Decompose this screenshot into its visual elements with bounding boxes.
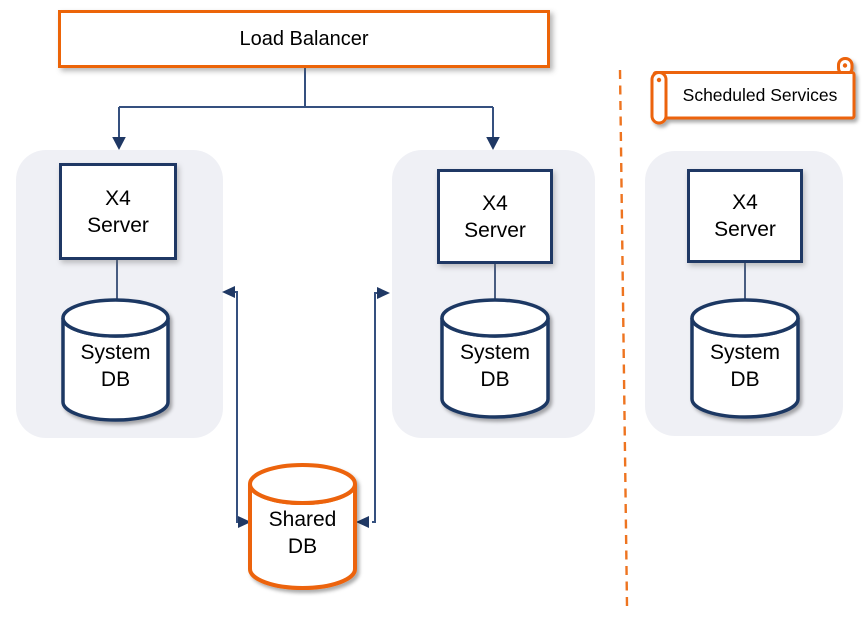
cylinder-top (690, 298, 800, 338)
server-label-line1: X4 (732, 191, 758, 214)
load-balancer-connector (118, 68, 494, 139)
shared-db-connector-right (372, 292, 379, 523)
db-label-line1: Shared (268, 508, 337, 531)
db-label-line2: DB (287, 535, 318, 558)
connector-line (233, 291, 240, 523)
scroll-curl-dot (842, 63, 848, 68)
load-balancer-box: Load Balancer (58, 10, 550, 68)
system-db-cylinder-left (61, 298, 170, 422)
server-label-line2: Server (714, 218, 776, 241)
arrow-right-icon (238, 516, 251, 528)
server-label-line2: Server (87, 213, 149, 237)
scroll-roll-dot (656, 77, 662, 83)
system-db-cylinder-middle (440, 298, 550, 419)
db-label-line1: System (80, 341, 151, 364)
cylinder-top (440, 298, 550, 338)
connector-line (118, 68, 494, 139)
server-label-line1: X4 (105, 186, 131, 210)
arrow-right-icon (377, 287, 390, 299)
system-db-cylinder-scheduled (690, 298, 800, 419)
scheduled-services-banner (650, 57, 856, 125)
scheduled-services-divider (618, 69, 629, 607)
arrow-down-icon (112, 137, 126, 150)
db-label-line2: DB (100, 368, 131, 391)
x4-server-box-middle: X4 Server (437, 169, 553, 264)
db-label-line2: DB (730, 368, 760, 391)
shared-db-label: Shared DB (250, 502, 355, 564)
x4-server-box-scheduled: X4 Server (687, 169, 803, 263)
shared-db-cylinder (248, 463, 357, 590)
connector-line (372, 292, 379, 523)
db-label-line1: System (459, 341, 530, 364)
scheduled-services-label: Scheduled Services (666, 72, 854, 118)
arrow-down-icon (486, 137, 500, 150)
scroll-left-roll (650, 71, 668, 125)
arrow-left-icon (222, 286, 235, 298)
server-label-line1: X4 (482, 191, 508, 215)
cylinder-top (61, 298, 170, 338)
server-label-line2: Server (464, 218, 526, 242)
x4-server-box-left: X4 Server (59, 163, 177, 260)
load-balancer-label: Load Balancer (239, 27, 369, 50)
system-db-label-middle: System DB (442, 334, 548, 398)
system-db-label-scheduled: System DB (692, 334, 798, 398)
db-label-line1: System (709, 341, 780, 364)
system-db-label-left: System DB (63, 334, 168, 398)
scheduled-services-text: Scheduled Services (682, 84, 838, 105)
db-label-line2: DB (480, 368, 510, 391)
shared-db-connector-left (233, 291, 240, 523)
cylinder-top (248, 463, 357, 505)
arrow-left-icon (356, 516, 369, 528)
